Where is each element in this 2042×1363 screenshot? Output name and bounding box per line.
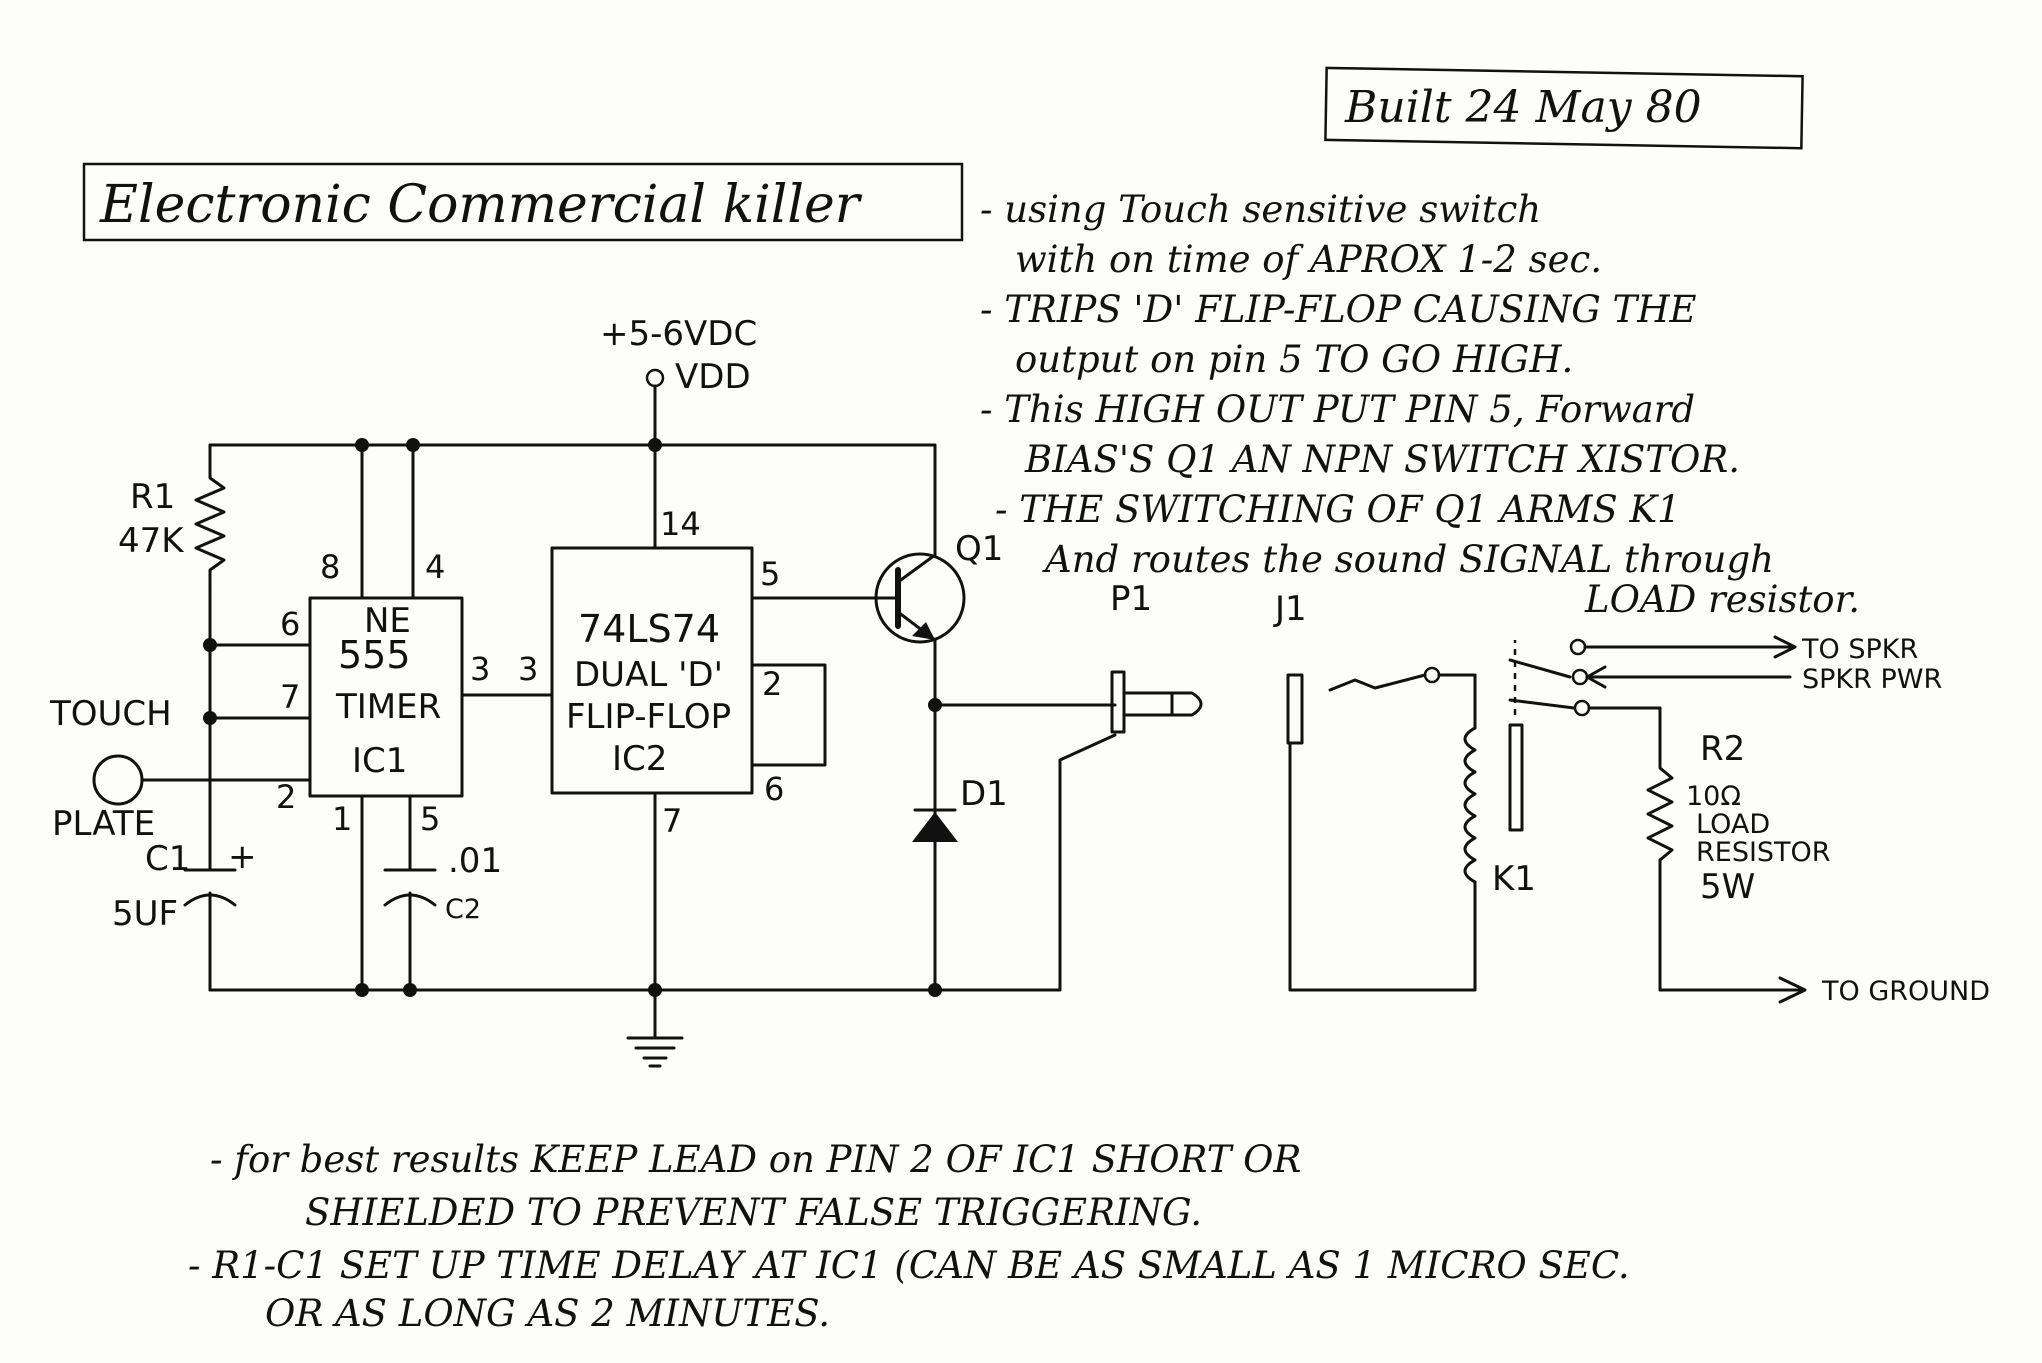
title-box: Electronic Commercial killer bbox=[82, 162, 964, 242]
bottom-note-line: SHIELDED TO PREVENT FALSE TRIGGERING. bbox=[305, 1191, 1202, 1234]
ic1-line2: 555 bbox=[338, 633, 411, 677]
r2-watts: 5W bbox=[1700, 867, 1755, 907]
ic2-pin14: 14 bbox=[660, 505, 701, 543]
r2-value: 10Ω bbox=[1686, 781, 1741, 812]
spkr-pwr-label: SPKR PWR bbox=[1802, 664, 1942, 695]
to-ground-label: TO GROUND bbox=[1821, 976, 1990, 1007]
r2-desc2: RESISTOR bbox=[1696, 837, 1831, 868]
bottom-notes: - for best results KEEP LEAD on PIN 2 OF… bbox=[188, 1138, 1630, 1335]
ic1-555-timer: NE 555 TIMER IC1 8 4 6 7 2 1 5 3 bbox=[276, 548, 490, 838]
r2-desc1: LOAD bbox=[1696, 809, 1770, 840]
j1-name: J1 bbox=[1273, 589, 1307, 629]
plug-p1: P1 bbox=[1110, 579, 1203, 734]
ic2-line3: FLIP-FLOP bbox=[566, 697, 731, 737]
ic1-pin7: 7 bbox=[280, 678, 300, 716]
note-line: - THE SWITCHING OF Q1 ARMS K1 bbox=[995, 488, 1681, 531]
bottom-note-line: OR AS LONG AS 2 MINUTES. bbox=[265, 1292, 830, 1335]
resistor-r1: R1 47K bbox=[118, 443, 226, 592]
vdd-terminal bbox=[645, 368, 665, 388]
c2-name: C2 bbox=[445, 894, 481, 925]
ic2-line2: DUAL 'D' bbox=[574, 655, 723, 695]
ic1-pin1: 1 bbox=[332, 800, 352, 838]
plate-label: PLATE bbox=[52, 804, 155, 844]
diode-d1: D1 bbox=[912, 774, 1008, 842]
capacitor-c1: C1 + 5UF bbox=[112, 837, 257, 992]
r1-name: R1 bbox=[130, 477, 175, 517]
note-line: - This HIGH OUT PUT PIN 5, Forward bbox=[980, 388, 1695, 431]
relay-k1-coil: K1 bbox=[1463, 723, 1536, 899]
c2-value: .01 bbox=[448, 841, 502, 881]
ic1-pin6: 6 bbox=[280, 605, 300, 643]
ic1-name: IC1 bbox=[352, 741, 407, 781]
capacitor-c2: .01 C2 bbox=[383, 841, 502, 992]
note-line: BIAS'S Q1 AN NPN SWITCH XISTOR. bbox=[1024, 438, 1740, 481]
r1-value: 47K bbox=[118, 521, 185, 561]
ic1-line3: TIMER bbox=[335, 687, 441, 727]
note-line: LOAD resistor. bbox=[1584, 578, 1860, 621]
k1-coil-wire-top bbox=[1437, 673, 1477, 730]
supply-voltage: +5-6VDC bbox=[600, 314, 757, 354]
supply-name: VDD bbox=[675, 357, 751, 397]
ic2-pin5: 5 bbox=[760, 555, 780, 593]
q1-name: Q1 bbox=[955, 529, 1003, 569]
ic2-pin3: 3 bbox=[518, 650, 538, 688]
p1-name: P1 bbox=[1110, 579, 1152, 619]
ic2-pin7: 7 bbox=[662, 802, 682, 840]
c1-value: 5UF bbox=[112, 894, 178, 934]
note-line: output on pin 5 TO GO HIGH. bbox=[1015, 338, 1573, 381]
built-date: Built 24 May 80 bbox=[1344, 82, 1702, 133]
touch-plate: TOUCH PLATE bbox=[49, 694, 312, 844]
note-line: - TRIPS 'D' FLIP-FLOP CAUSING THE bbox=[980, 288, 1696, 331]
resistor-r2: R2 10Ω LOAD RESISTOR 5W bbox=[1646, 729, 1831, 992]
ic2-pin2: 2 bbox=[762, 665, 782, 703]
ic2-74ls74-flip-flop: 74LS74 DUAL 'D' FLIP-FLOP IC2 14 3 5 2 6… bbox=[518, 505, 784, 840]
ic2-pin6: 6 bbox=[764, 770, 784, 808]
note-line: - using Touch sensitive switch bbox=[980, 188, 1541, 231]
ic1-pin4: 4 bbox=[425, 548, 445, 586]
c1-plus: + bbox=[228, 837, 257, 877]
ic2-line1: 74LS74 bbox=[578, 607, 720, 651]
transistor-q1: Q1 bbox=[750, 529, 1003, 644]
touch-label: TOUCH bbox=[49, 694, 172, 734]
bottom-note-line: - for best results KEEP LEAD on PIN 2 OF… bbox=[210, 1138, 1301, 1181]
bottom-note-line: - R1-C1 SET UP TIME DELAY AT IC1 (CAN BE… bbox=[188, 1244, 1630, 1287]
vdd-rail bbox=[208, 443, 937, 557]
ic1-line1: NE bbox=[364, 601, 411, 641]
ic1-pin2: 2 bbox=[276, 778, 296, 816]
built-date-box: Built 24 May 80 bbox=[1324, 66, 1804, 150]
relay-contacts: TO SPKR SPKR PWR bbox=[1508, 634, 1942, 762]
to-spkr-label: TO SPKR bbox=[1801, 634, 1918, 665]
ic1-pin3: 3 bbox=[470, 650, 490, 688]
ic2-name: IC2 bbox=[612, 739, 667, 779]
ic1-pin5: 5 bbox=[420, 800, 440, 838]
supply-vdd: +5-6VDC VDD bbox=[600, 314, 757, 447]
c1-name: C1 bbox=[145, 839, 190, 879]
k1-name: K1 bbox=[1492, 859, 1536, 899]
ground-symbol bbox=[626, 988, 684, 1068]
note-line: And routes the sound SIGNAL through bbox=[1042, 538, 1774, 581]
d1-name: D1 bbox=[960, 774, 1008, 814]
jack-j1: J1 bbox=[1273, 589, 1441, 745]
description-notes: - using Touch sensitive switch with on t… bbox=[980, 188, 1860, 621]
ic1-pin8: 8 bbox=[320, 548, 340, 586]
page-title: Electronic Commercial killer bbox=[99, 175, 863, 235]
k1-coil-wire-bottom bbox=[1288, 741, 1477, 992]
r2-name: R2 bbox=[1700, 729, 1745, 769]
note-line: with on time of APROX 1-2 sec. bbox=[1015, 238, 1602, 281]
